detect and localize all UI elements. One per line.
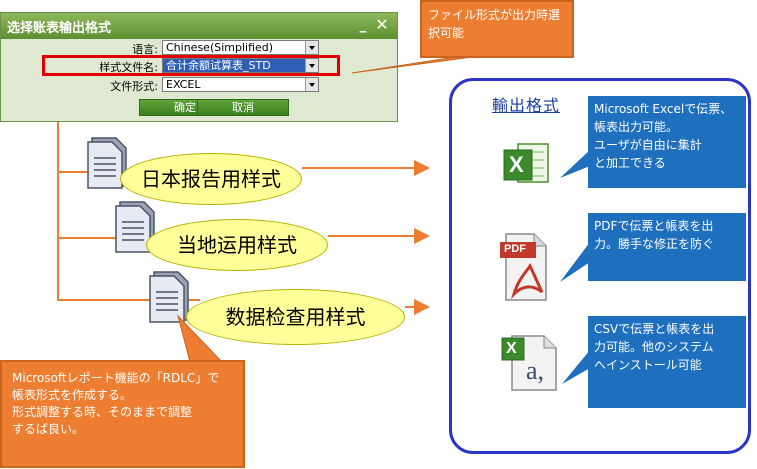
style-ellipse-japan: 日本报告用样式 <box>120 153 302 205</box>
callout-line: へインストール可能 <box>594 358 702 372</box>
panel-title[interactable]: 輸出格式 <box>492 96 561 115</box>
format-label: 文件形式: <box>110 80 158 93</box>
language-value: Chinese(Simplified) <box>166 41 274 54</box>
document-icon <box>149 271 189 323</box>
pdf-callout: PDFで伝票と帳表を出 力。勝手な修正を防ぐ <box>588 213 746 281</box>
chevron-down-icon[interactable] <box>305 41 318 54</box>
top-callout: ファイル形式が出力時選択可能 <box>420 0 574 58</box>
excel-callout: Microsoft Excelで伝票、 帳表出力可能。 ユーザが自由に集計 と加… <box>588 96 746 188</box>
document-icon <box>87 137 127 189</box>
style-label: 数据检查用样式 <box>225 305 366 329</box>
callout-line: 形式調整する時、そのままで調整 <box>12 405 193 419</box>
format-value: EXCEL <box>166 78 201 91</box>
language-select[interactable]: Chinese(Simplified) <box>162 40 319 55</box>
csv-callout: CSVで伝票と帳表を出 力可能。他のシステム へインストール可能 <box>588 316 746 408</box>
template-label: 样式文件名: <box>99 61 158 74</box>
bottom-callout: Microsoftレポート機能の「RDLC」で 帳表形式を作成する。 形式調整す… <box>0 360 245 468</box>
callout-line: Microsoft Excelで伝票、 <box>594 102 733 116</box>
callout-line: 帳表出力可能。 <box>594 120 679 134</box>
callout-line: Microsoftレポート機能の「RDLC」で <box>12 371 220 385</box>
close-icon[interactable]: ✕ <box>375 15 389 34</box>
chevron-down-icon[interactable] <box>305 78 318 91</box>
format-select[interactable]: EXCEL <box>162 77 319 92</box>
language-label: 语言: <box>132 43 158 56</box>
style-label: 当地运用样式 <box>177 233 297 257</box>
cancel-button[interactable]: 取消 <box>197 99 289 116</box>
callout-line: するば良い。 <box>12 422 85 436</box>
pdf-badge: PDF <box>504 243 526 255</box>
excel-icon: X <box>500 140 552 188</box>
style-ellipse-local: 当地运用样式 <box>146 219 328 271</box>
csv-excel-badge: X <box>506 340 517 357</box>
template-value: 合计余额试算表_STD <box>166 59 271 72</box>
style-ellipse-check: 数据检查用样式 <box>186 289 405 345</box>
pdf-icon: PDF <box>500 232 548 302</box>
csv-text-badge: a, <box>526 356 545 385</box>
callout-line: 力可能。他のシステム <box>594 340 714 354</box>
dialog-titlebar: 选择账表输出格式 _ ✕ <box>1 13 397 39</box>
callout-line: CSVで伝票と帳表を出 <box>594 322 715 336</box>
callout-line: PDFで伝票と帳表を出 <box>594 219 714 233</box>
callout-line: 力。勝手な修正を防ぐ <box>594 237 715 251</box>
callout-line: と加工できる <box>594 156 666 170</box>
chevron-down-icon[interactable] <box>305 59 318 72</box>
template-highlight-box <box>42 55 340 76</box>
callout-line: ユーザが自由に集計 <box>594 138 702 152</box>
format-dialog: 选择账表输出格式 _ ✕ 语言: Chinese(Simplified) 样式文… <box>0 12 398 122</box>
arrows-to-panel <box>302 160 430 315</box>
csv-icon: X a, <box>500 332 560 392</box>
document-icon <box>115 201 155 253</box>
minimize-icon[interactable]: _ <box>359 17 367 33</box>
style-label: 日本报告用样式 <box>141 167 281 191</box>
template-select[interactable]: 合计余额试算表_STD <box>162 58 319 73</box>
dialog-title: 选择账表输出格式 <box>7 21 112 36</box>
callout-line: 帳表形式を作成する。 <box>12 388 133 402</box>
excel-badge: X <box>509 152 524 177</box>
